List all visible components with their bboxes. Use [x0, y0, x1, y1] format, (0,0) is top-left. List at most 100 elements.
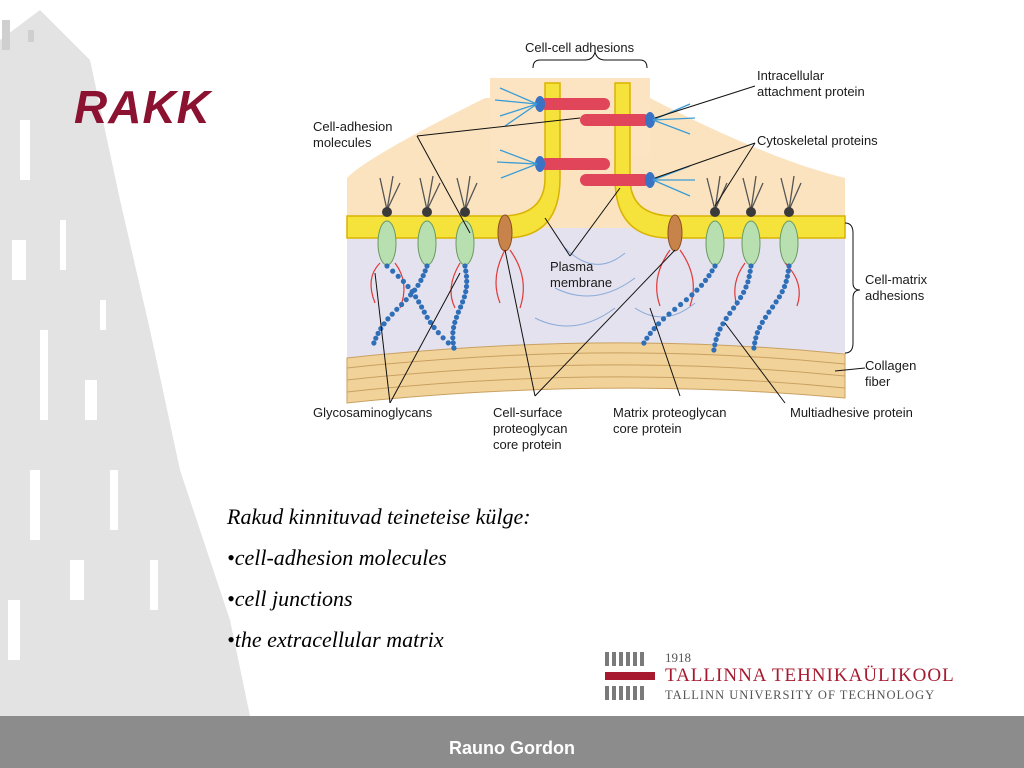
- bead: [786, 263, 792, 269]
- cell-adhesion-molecule: [580, 114, 650, 126]
- bead: [712, 342, 718, 348]
- bead: [464, 278, 470, 284]
- bead: [711, 347, 717, 353]
- cell-adhesion-molecule: [540, 158, 610, 170]
- label-fiber: fiber: [865, 374, 891, 389]
- bead: [445, 340, 451, 346]
- bead: [672, 306, 678, 312]
- bead: [773, 299, 779, 305]
- cytoplasm-region-top: [490, 78, 650, 158]
- bead: [463, 289, 469, 295]
- label-molecules: molecules: [313, 135, 372, 150]
- logo-name-et: TALLINNA TEHNIKAÜLIKOOL: [665, 665, 955, 686]
- bead: [770, 304, 776, 310]
- multiadhesive-protein-chains: [371, 263, 792, 353]
- bead: [453, 314, 460, 320]
- bead: [390, 268, 396, 274]
- footer-bar: Rauno Gordon: [0, 716, 1024, 768]
- bead: [743, 284, 749, 290]
- bead: [647, 330, 653, 336]
- bead: [394, 306, 400, 312]
- bullet-item: •cell-adhesion molecules: [227, 545, 447, 570]
- bead: [734, 300, 740, 306]
- bead: [399, 301, 405, 308]
- bead: [754, 330, 760, 336]
- bead: [785, 268, 791, 274]
- label-intracellular: Intracellular: [757, 68, 825, 83]
- bead: [408, 292, 414, 298]
- label-membrane: membrane: [550, 275, 612, 290]
- bead: [723, 315, 729, 322]
- bead: [455, 309, 461, 315]
- label-attachment-protein: attachment protein: [757, 84, 865, 99]
- cell-adhesion-molecule: [580, 174, 650, 186]
- bead: [715, 331, 721, 337]
- bead: [748, 263, 754, 269]
- bead: [781, 283, 788, 290]
- bead: [752, 340, 758, 346]
- bead: [416, 299, 422, 305]
- left-cell-membrane: [346, 82, 561, 239]
- bead: [451, 324, 457, 331]
- matrix-region: [347, 228, 845, 368]
- bead: [424, 314, 430, 320]
- bead: [385, 316, 391, 322]
- bead: [713, 336, 719, 343]
- bead: [381, 321, 387, 327]
- bead: [706, 273, 712, 279]
- bead: [463, 268, 469, 274]
- bead: [415, 282, 421, 288]
- bead: [375, 330, 381, 336]
- bead: [741, 289, 747, 295]
- bead: [784, 273, 791, 279]
- bead: [420, 273, 426, 279]
- university-logo: 1918 TALLINNA TEHNIKAÜLIKOOL TALLINN UNI…: [605, 650, 955, 702]
- label-collagen: Collagen: [865, 358, 916, 373]
- bead: [435, 330, 441, 336]
- bead: [371, 340, 377, 346]
- bead: [421, 309, 427, 315]
- bead: [656, 321, 662, 327]
- bead: [450, 340, 456, 346]
- footer-author: Rauno Gordon: [449, 738, 575, 758]
- logo-name-en: TALLINN UNIVERSITY OF TECHNOLOGY: [665, 688, 935, 702]
- bead: [762, 314, 769, 320]
- bead: [461, 294, 467, 300]
- bead: [745, 279, 751, 285]
- bead: [644, 335, 650, 341]
- bead: [403, 297, 409, 303]
- bead: [712, 263, 718, 269]
- bead: [779, 289, 785, 295]
- bead: [450, 330, 456, 336]
- label-plasma: Plasma: [550, 259, 594, 274]
- bead: [694, 287, 700, 293]
- bead: [422, 268, 428, 274]
- bead: [651, 326, 657, 332]
- bead: [413, 294, 419, 300]
- bead: [783, 278, 789, 284]
- bead: [747, 268, 753, 274]
- bead: [702, 277, 709, 283]
- bead: [373, 335, 379, 341]
- cell-surface-proteoglycan: [497, 214, 513, 252]
- bead: [418, 277, 424, 283]
- bead: [727, 310, 733, 316]
- label-proteoglycan: proteoglycan: [493, 421, 567, 436]
- bead: [460, 299, 466, 305]
- bead: [419, 304, 425, 310]
- bead: [757, 324, 763, 331]
- bead: [431, 324, 437, 331]
- bead: [731, 305, 737, 311]
- bead: [412, 287, 418, 293]
- cell-adhesion-molecule: [540, 98, 610, 110]
- bead: [463, 283, 470, 290]
- label-multiadhesive-protein: Multiadhesive protein: [790, 405, 913, 420]
- label-matrix-proteoglycan: Matrix proteoglycan: [613, 405, 726, 420]
- bead: [753, 335, 759, 341]
- label-cytoskeletal: Cytoskeletal proteins: [757, 133, 878, 148]
- collagen-fiber: [346, 342, 846, 404]
- bead: [395, 273, 401, 279]
- bead: [451, 345, 457, 351]
- bead: [678, 301, 684, 308]
- bead: [641, 340, 647, 346]
